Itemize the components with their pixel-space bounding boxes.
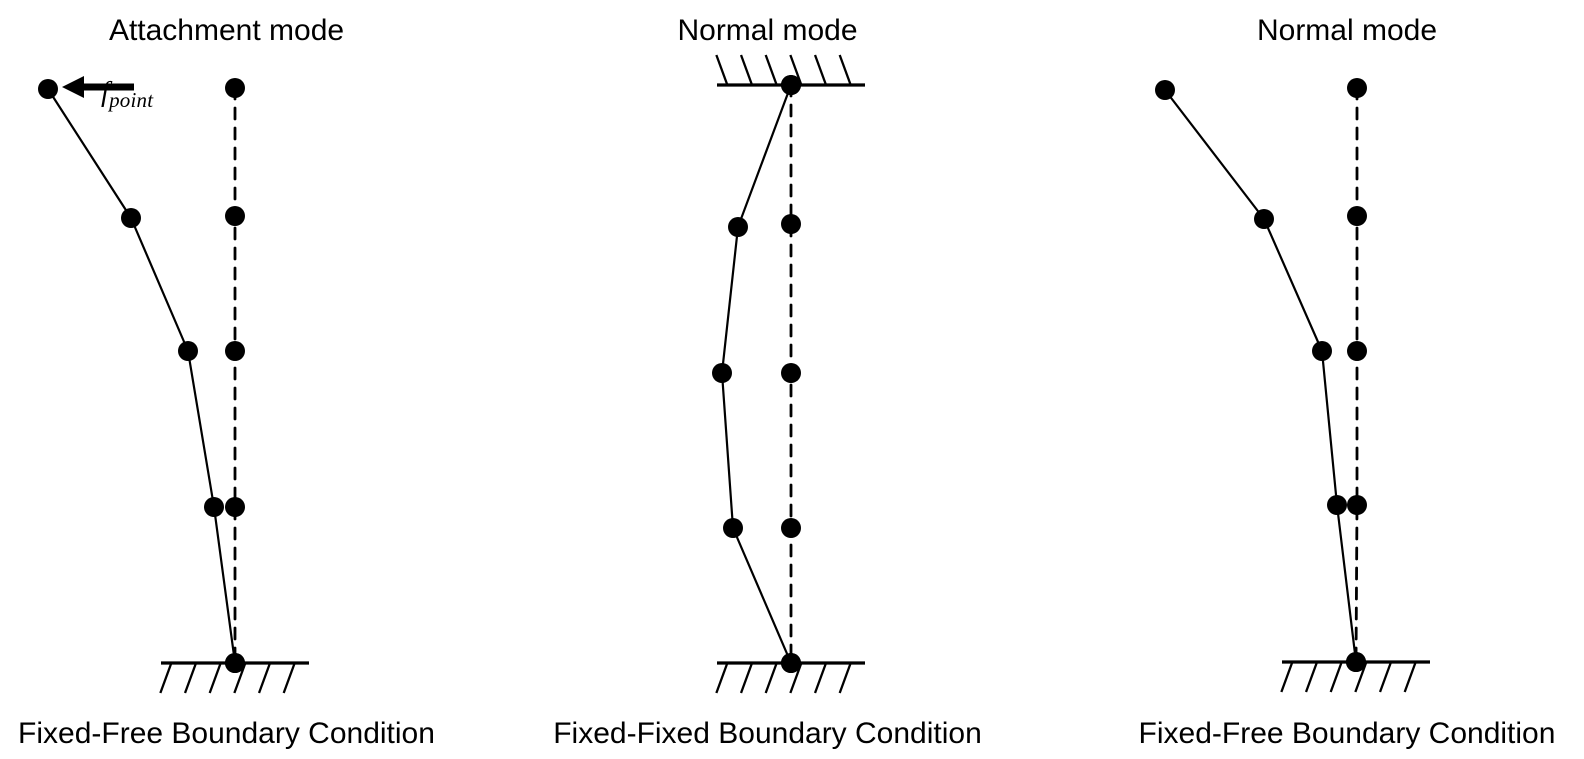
panel-title-normal-mode-right: Normal mode xyxy=(1256,14,1438,47)
panel-caption-fixed-fixed: Fixed-Fixed Boundary Condition xyxy=(553,717,982,750)
force-symbol: f xyxy=(101,76,110,108)
panel-title-normal-mode-middle: Normal mode xyxy=(677,14,858,47)
panel-normal-mode-fixed-free: Normal mode Fixed-Free Boundary Conditio… xyxy=(1110,0,1584,759)
force-label-f-point: fpoint xyxy=(101,76,153,113)
panel-title-attachment-mode: Attachment mode xyxy=(108,14,345,47)
force-subscript: point xyxy=(109,87,154,112)
panel-attachment-mode-fixed-free: Attachment mode Fixed-Free Boundary Cond… xyxy=(0,0,453,759)
panel-caption-fixed-free-right: Fixed-Free Boundary Condition xyxy=(1138,717,1556,750)
panel-normal-mode-fixed-fixed: Normal mode Fixed-Fixed Boundary Conditi… xyxy=(530,0,1005,759)
panel-caption-fixed-free-left: Fixed-Free Boundary Condition xyxy=(18,717,435,750)
